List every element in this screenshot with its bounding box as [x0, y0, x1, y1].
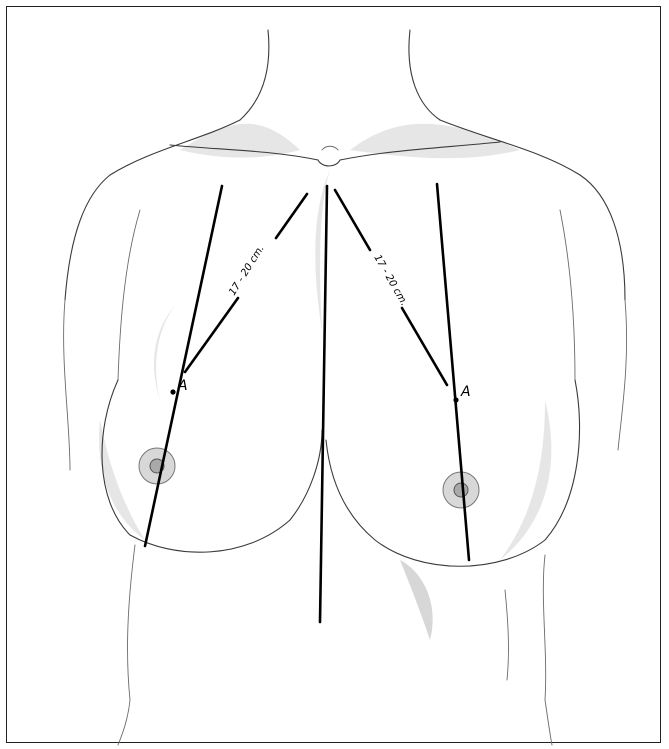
shading-layer — [99, 124, 551, 640]
body-outline — [64, 30, 627, 745]
right-point-a-label: A — [460, 384, 471, 400]
right-measure-line-lower — [402, 308, 447, 385]
right-measurement-label: 17 - 20 cm. — [371, 253, 409, 308]
left-measure-line-upper — [276, 194, 307, 238]
surgical-markings — [145, 184, 469, 622]
left-measure-line-lower — [185, 298, 238, 372]
right-point-a — [453, 397, 458, 402]
left-nipple-areola — [139, 448, 175, 484]
left-point-a-label: A — [177, 378, 188, 394]
midline — [320, 186, 327, 622]
left-meridian-line — [145, 186, 222, 546]
left-measurement-label: 17 - 20 cm. — [227, 243, 267, 297]
left-point-a — [170, 389, 175, 394]
right-measure-line-upper — [335, 190, 370, 250]
